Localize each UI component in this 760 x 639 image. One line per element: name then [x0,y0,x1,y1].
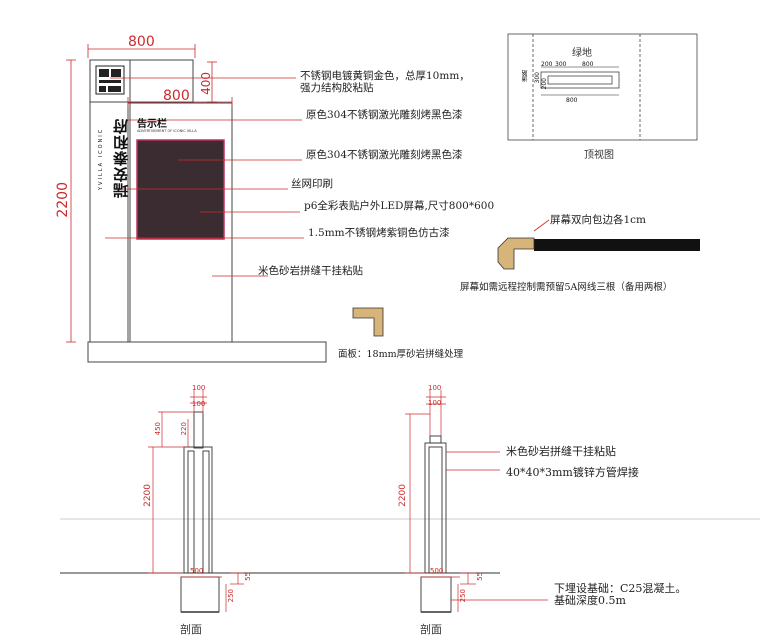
screen-remote-remark: 屏幕如需远程控制需预留5A网线三根（备用两根） [460,282,673,293]
side-english-text: YVILLA ICONIC [98,127,104,190]
left-dim-100b: 100 [192,400,206,408]
annotation-laser-1: 原色304不锈钢激光雕刻烤黑色漆 [306,109,463,121]
left-dim-220: 220 [180,422,188,436]
logo-block [95,65,125,95]
annotation-brass-line1: 不锈钢电镀黄铜金色，总厚10mm， [300,70,470,82]
right-dim-100b: 100 [428,399,442,407]
top-view-road-label: 道路 [522,70,529,82]
right-dim-100a: 100 [428,384,442,392]
dim-top: 400 [199,72,213,95]
left-dim-55: 55 [244,572,252,581]
left-dim-500: 500 [190,567,204,575]
right-dim-2200: 2200 [398,484,408,507]
logo-text: 瑞安泰和府 [112,118,130,198]
left-section-caption: 剖面 [180,623,202,636]
left-dim-100a: 100 [192,384,206,392]
annotation-copper-paint: 1.5mm不锈钢烤紫铜色仿古漆 [308,227,450,239]
top-view-dim-300: 300 [555,61,567,68]
annotation-brass-line2: 强力结构胶粘贴 [300,82,374,94]
panel-detail [352,307,384,337]
section-right [330,435,760,613]
top-view-dim-300v: 300 [534,72,541,84]
right-label-foundation-2: 基础深度0.5m [554,594,626,607]
screen-edge-detail [497,219,700,270]
annotation-sandstone: 米色砂岩拼缝干挂粘贴 [258,265,363,277]
left-dim-250: 250 [227,589,235,603]
top-view-frame [507,33,698,141]
base-slab [87,341,327,363]
right-label-foundation-1: 下埋设基础：C25混凝土。 [554,582,687,595]
front-dimensions [66,44,233,343]
top-view-dim-200: 200 [541,61,553,68]
top-view-dim-800a: 800 [582,61,594,68]
section-right-dims [405,390,548,612]
section-left-dims [148,390,244,612]
board-title: 告示栏 [137,119,167,130]
top-view-green-label: 绿地 [572,48,592,59]
left-dim-450: 450 [154,422,162,436]
top-view-dim-200v: 200 [541,78,548,90]
annotation-led-screen: p6全彩表贴户外LED屏幕,尺寸800*600 [304,200,495,212]
board-subtitle: ADVERTISEMENT OF ICONIC VILLA [137,129,197,133]
screen-edge-note: 屏幕双向包边各1cm [550,214,647,226]
top-view-dim-800b: 800 [566,97,578,104]
dim-total-width: 800 [128,34,155,50]
section-left [60,411,330,613]
top-view-caption: 顶视图 [584,150,614,161]
right-dim-250: 250 [459,589,467,603]
left-dim-2200: 2200 [143,484,153,507]
right-label-stone: 米色砂岩拼缝干挂粘贴 [506,445,616,458]
led-screen [136,139,225,240]
dim-inner-width: 800 [163,88,190,104]
right-section-caption: 剖面 [420,623,442,636]
annotation-laser-2: 原色304不锈钢激光雕刻烤黑色漆 [306,149,463,161]
leader-lines [105,77,304,277]
annotation-screen-print: 丝网印刷 [291,178,333,190]
right-dim-500: 500 [430,567,444,575]
right-dim-55: 55 [476,572,484,581]
dim-height: 2200 [55,182,71,218]
front-view [87,59,327,363]
right-label-pipe: 40*40*3mm镀锌方管焊接 [506,466,639,479]
panel-caption: 面板：18mm厚砂岩拼缝处理 [338,349,464,360]
top-view [507,33,698,141]
